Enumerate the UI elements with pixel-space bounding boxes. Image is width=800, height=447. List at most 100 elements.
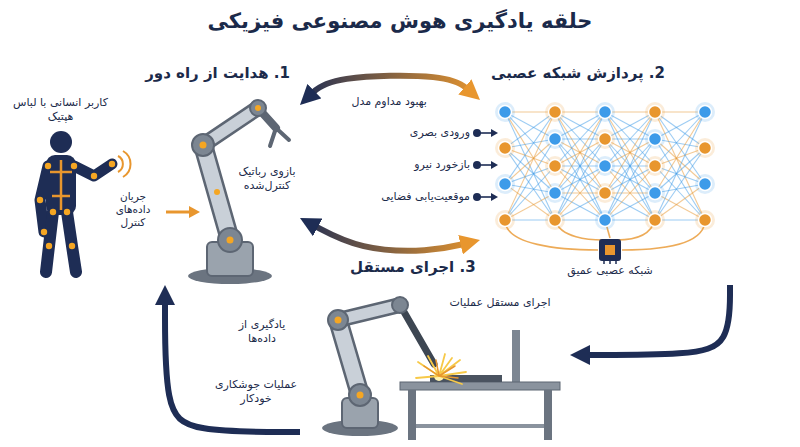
annotation-label: ورودی بصری <box>375 126 470 140</box>
human-figure-part <box>41 229 47 235</box>
neural-network-part <box>605 112 655 193</box>
welding-robot-arm-part <box>335 317 342 324</box>
neural-network-part <box>495 138 515 158</box>
neural-network-part <box>555 112 605 193</box>
teleoperated-robot-arm-part <box>250 100 266 116</box>
weld-sparks <box>416 354 466 384</box>
annotation-label: موقعیت‌یابی فضایی <box>375 190 470 204</box>
flow-arrow <box>584 285 730 355</box>
stage-region: 2. پردازش شبکه عصبی <box>480 60 795 285</box>
neural-network-part <box>649 187 662 200</box>
neural-network-part <box>495 102 515 122</box>
annotation-label: عملیات جوشکاری خودکار <box>214 378 298 406</box>
human-figure-part <box>46 243 52 249</box>
stage-heading: 3. اجرای مستقل <box>350 258 476 277</box>
neural-network-part <box>599 160 612 173</box>
weld-sparks-part <box>416 354 466 384</box>
neural-network-part <box>695 102 715 122</box>
human-figure-part <box>50 131 72 153</box>
human-figure-part <box>45 163 51 169</box>
annotation-label: بازوی رباتیک کنترل‌شده <box>236 165 298 193</box>
flow-arrow <box>165 299 300 432</box>
welding-table-part <box>416 424 544 428</box>
neural-network-part <box>549 214 562 227</box>
neural-network-part <box>595 102 615 122</box>
teleoperated-robot-arm-part <box>203 145 230 240</box>
neural-network-part <box>699 106 712 119</box>
human-figure-part <box>123 151 131 177</box>
teleoperated-robot-arm-part <box>270 128 289 146</box>
teleoperated-robot-arm-part <box>214 189 220 195</box>
neural-network-part <box>499 214 512 227</box>
neural-network-part <box>645 156 665 176</box>
neural-network-part <box>491 129 498 137</box>
stage-region: 3. اجرای مستقل <box>300 288 570 443</box>
annotation-label: جریان داده‌های کنترل <box>104 190 162 229</box>
teleoperated-robot-arm-part <box>192 134 214 156</box>
annotation-label: شبکه عصبی عمیق <box>555 264 665 278</box>
neural-network <box>473 102 715 264</box>
human-figure-part <box>67 212 76 272</box>
neural-network-part <box>695 210 715 230</box>
neural-network-part <box>595 129 615 149</box>
neural-network-part <box>473 193 481 201</box>
neural-network-part <box>695 174 715 194</box>
human-figure-part <box>69 243 75 249</box>
human-figure-part <box>50 160 72 210</box>
teleoperated-robot-arm-part <box>203 145 230 240</box>
neural-network-part <box>545 183 565 203</box>
neural-network-part <box>549 187 562 200</box>
neural-network-part <box>599 214 612 227</box>
neural-network-part <box>549 106 562 119</box>
control-arrow-part <box>166 211 190 214</box>
neural-network-part <box>549 133 562 146</box>
neural-network-part <box>615 261 617 264</box>
neural-network-part <box>605 245 615 255</box>
neural-network-part <box>605 139 655 220</box>
neural-network-part <box>480 132 492 134</box>
neural-network-part <box>605 112 655 193</box>
neural-network-part <box>495 174 515 194</box>
neural-network-part <box>649 133 662 146</box>
human-figure-part <box>46 212 53 272</box>
neural-network-part <box>699 214 712 227</box>
neural-network-part <box>699 142 712 155</box>
neural-network-part <box>645 210 665 230</box>
teleoperated-robot-arm-part <box>255 105 261 111</box>
neural-network-part <box>599 187 612 200</box>
teleoperated-robot-arm <box>188 100 289 284</box>
neural-network-part <box>499 178 512 191</box>
annotation-label: کاربر انسانی با لباس هپتیک <box>8 96 113 124</box>
human-figure-part <box>37 197 43 203</box>
welding-robot-arm-part <box>349 384 371 406</box>
neural-network-part <box>473 161 481 169</box>
neural-network-part <box>545 129 565 149</box>
human-figure-part <box>50 209 56 215</box>
neural-network-part <box>555 112 605 193</box>
welding-robot-arm-part <box>357 392 364 399</box>
edge-label: بهبود مداوم مدل <box>347 94 431 110</box>
neural-network-part <box>649 160 662 173</box>
welding-table-part <box>512 330 520 382</box>
human-figure-part <box>71 163 77 169</box>
flow-arrow <box>312 225 466 251</box>
teleoperated-robot-arm-part <box>227 237 234 244</box>
neural-network-part <box>555 139 605 220</box>
human-figure-part <box>46 155 76 215</box>
neural-network-part <box>555 139 605 220</box>
welding-robot-arm-part <box>328 310 348 330</box>
neural-network-part <box>599 133 612 146</box>
teleoperated-robot-arm-part <box>218 228 242 252</box>
neural-network-part <box>499 142 512 155</box>
human-figure-part <box>109 161 115 167</box>
neural-network-part <box>595 210 615 230</box>
neural-network-part <box>549 160 562 173</box>
welding-table-part <box>544 390 552 440</box>
neural-network-part <box>649 214 662 227</box>
neural-network-part <box>480 164 492 166</box>
neural-network-part <box>645 102 665 122</box>
welding-robot-arm-part <box>400 305 434 364</box>
neural-network-part <box>545 156 565 176</box>
